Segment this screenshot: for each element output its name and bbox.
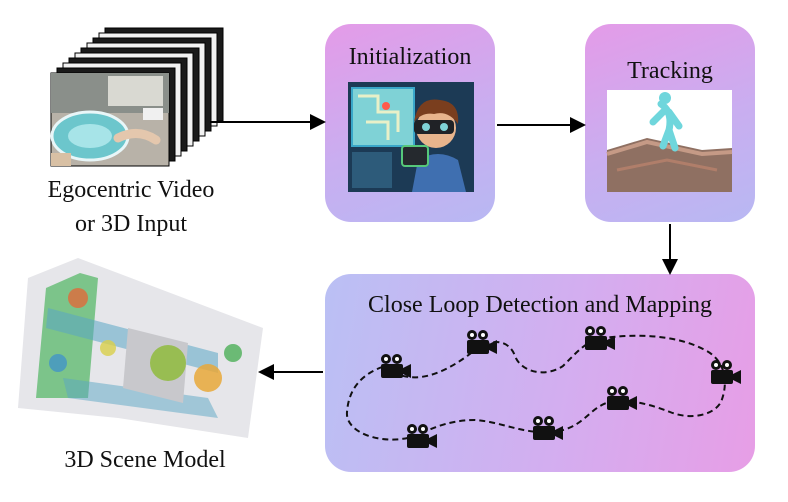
initialization-illustration xyxy=(348,82,474,192)
mapping-title: Close Loop Detection and Mapping xyxy=(368,292,712,318)
tracking-illustration xyxy=(606,90,733,192)
tracking-title: Tracking xyxy=(627,58,713,84)
video-camera-icon xyxy=(607,386,637,410)
video-frame-stack xyxy=(50,27,224,167)
camera-trajectory xyxy=(345,326,741,448)
video-camera-icon xyxy=(533,416,563,440)
video-camera-icon xyxy=(711,360,741,384)
input-caption: Egocentric Video or 3D Input xyxy=(42,173,220,241)
initialization-title: Initialization xyxy=(348,44,472,70)
video-camera-icon xyxy=(381,354,411,378)
output-caption: 3D Scene Model xyxy=(64,447,226,473)
video-camera-icon xyxy=(585,326,615,350)
input-caption-line2: or 3D Input xyxy=(75,211,187,237)
video-camera-icon xyxy=(467,330,497,354)
input-caption-line1: Egocentric Video xyxy=(47,177,215,203)
video-camera-icon xyxy=(407,424,437,448)
scene-model-pointcloud xyxy=(18,258,263,438)
